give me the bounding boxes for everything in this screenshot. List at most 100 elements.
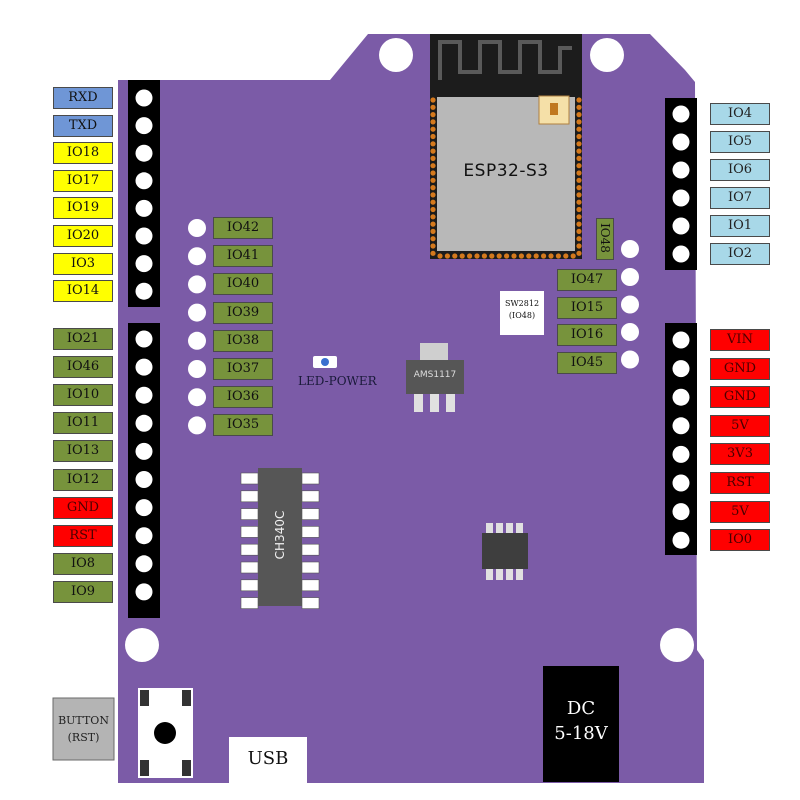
left-top-pin-label: IO14: [53, 280, 113, 303]
header-pin-hole: [672, 133, 690, 151]
chip-pin: [301, 579, 320, 592]
middle-pin-label: IO42: [213, 217, 273, 239]
module-pad: [576, 170, 582, 176]
mount-hole-bottom-right: [660, 628, 694, 662]
middle-pin-hole: [621, 350, 639, 369]
module-pad: [430, 163, 436, 169]
left-top-pin-label: IO17: [53, 169, 113, 192]
module-pad: [576, 119, 582, 125]
header-pin-hole: [135, 330, 153, 348]
header-pin-hole: [135, 282, 153, 300]
module-pad: [576, 177, 582, 183]
module-pad: [576, 236, 582, 242]
left-bottom-pin-label: IO9: [53, 580, 113, 603]
right-bottom-pin-label: GND: [710, 386, 770, 409]
middle-pin-hole: [188, 275, 206, 294]
mount-hole-top-right: [590, 38, 624, 72]
module-pad: [533, 253, 539, 259]
usb-chip-label: CH340C: [273, 510, 287, 560]
module-pad: [555, 253, 562, 259]
header-pin-hole: [135, 358, 153, 376]
right-bottom-pin-label: 5V: [710, 414, 770, 437]
left-top-pin-label: IO19: [53, 197, 113, 220]
right-bottom-pin-label: 3V3: [710, 443, 770, 466]
module-pad: [576, 192, 582, 198]
module-pad: [576, 206, 582, 213]
middle-right-pin-label: IO47: [557, 269, 617, 291]
module-pad: [548, 253, 554, 259]
right-top-pin-label: IO5: [710, 131, 770, 153]
header-pin-hole: [135, 471, 153, 488]
middle-pin-hole: [188, 331, 206, 350]
module-pad: [459, 253, 465, 259]
module-pad: [430, 243, 436, 249]
header-pin-hole: [135, 227, 153, 245]
mount-hole-top-left: [379, 38, 413, 72]
middle-pin-hole: [621, 240, 639, 258]
module-pad: [576, 228, 582, 234]
module-pad: [430, 228, 436, 234]
led-power-label: LED-POWER: [298, 374, 377, 388]
middle-pin-label: IO37: [213, 358, 273, 380]
module-pad: [518, 253, 525, 259]
right-bottom-pin-label: GND: [710, 357, 770, 380]
module-pad: [576, 163, 582, 169]
module-pad: [430, 133, 436, 140]
header-pin-hole: [672, 445, 690, 463]
usb-port: [229, 737, 307, 783]
ams1117-regulator: [406, 343, 464, 412]
module-pad: [430, 185, 436, 191]
module-pad: [430, 199, 436, 205]
header-pin-hole: [672, 388, 690, 406]
module-pad: [576, 148, 582, 154]
header-pin-hole: [135, 255, 153, 273]
middle-pin-hole: [188, 388, 206, 407]
right-bottom-pin-label: VIN: [710, 329, 770, 351]
mount-hole-bottom-left: [125, 628, 159, 662]
module-pad: [576, 141, 582, 147]
module-pad: [430, 126, 436, 132]
esp32-module: [430, 34, 582, 259]
sw2812-label: SW2812 (IO48): [504, 299, 540, 320]
header-pin-hole: [672, 161, 690, 179]
module-pad: [576, 126, 582, 132]
module-pad: [430, 112, 436, 118]
header-pin-hole: [135, 442, 153, 460]
left-bottom-pin-label: IO46: [53, 356, 113, 379]
middle-pin-hole: [188, 247, 206, 266]
left-bottom-pin-label: GND: [53, 496, 113, 519]
chip-pin: [301, 472, 320, 485]
right-bottom-pin-label: RST: [710, 472, 770, 494]
module-pad: [576, 104, 582, 110]
ch340c-chip: [240, 468, 320, 609]
module-pad: [430, 177, 436, 183]
header-pin-hole: [672, 105, 690, 123]
chip-pin: [240, 543, 259, 556]
module-pad: [576, 133, 582, 140]
middle-pin-hole: [621, 295, 639, 314]
button-label: BUTTON (RST): [58, 714, 109, 744]
right-top-pin-label: IO6: [710, 159, 770, 181]
header-pin-hole: [672, 245, 690, 263]
middle-right-pin-label: IO45: [557, 351, 617, 374]
module-pad: [481, 253, 487, 259]
module-pad: [576, 185, 582, 191]
chip-pin: [240, 472, 259, 485]
reset-button-part: [138, 688, 193, 778]
chip-pin: [240, 490, 259, 503]
middle-right-pin-label: IO16: [557, 324, 617, 346]
header-pin-hole: [672, 474, 690, 492]
chip-pin: [301, 561, 320, 574]
middle-pin-label: IO35: [213, 414, 273, 437]
module-pad: [444, 253, 450, 259]
module-pad: [430, 192, 436, 198]
middle-pin-hole: [621, 323, 639, 341]
right-top-pin-label: IO7: [710, 187, 770, 209]
chip-pin: [301, 543, 320, 556]
dc-jack: [543, 666, 619, 782]
middle-right-pin-label: IO15: [557, 296, 617, 319]
module-pad: [430, 170, 436, 176]
left-bottom-pin-label: IO21: [53, 328, 113, 350]
left-bottom-pin-label: IO13: [53, 440, 113, 463]
